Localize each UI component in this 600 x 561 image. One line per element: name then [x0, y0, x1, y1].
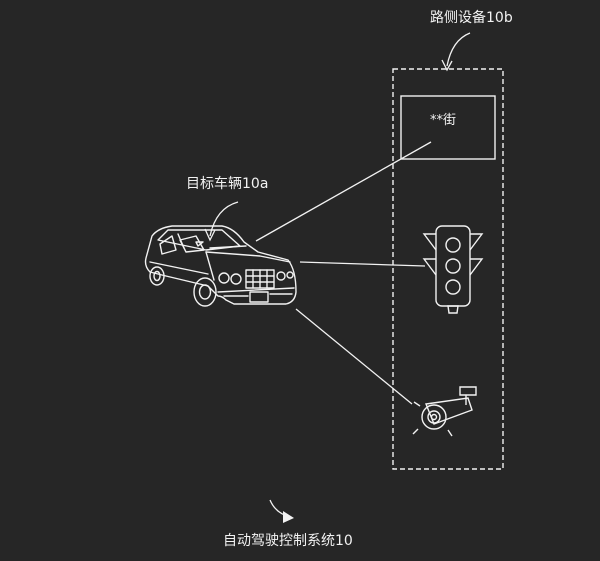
street-sign-text: **街 — [430, 113, 456, 128]
link-vehicle-to-traffic-light — [299, 261, 426, 267]
autonomous-driving-system-label: 自动驾驶控制系统10 — [223, 533, 353, 549]
roadside-pointer-arrowhead — [441, 59, 453, 72]
system-pointer-arrowhead — [283, 511, 294, 523]
roadside-equipment-box — [392, 68, 504, 470]
vehicle-label-pointer — [209, 201, 239, 237]
roadside-equipment-label: 路侧设备10b — [430, 9, 513, 26]
vehicle-pointer-arrowhead — [204, 228, 216, 242]
car-icon — [144, 225, 297, 307]
link-vehicle-to-camera — [295, 308, 413, 405]
roadside-label-pointer — [446, 32, 471, 67]
link-vehicle-to-sign — [255, 141, 432, 242]
target-vehicle-label: 目标车辆10a — [186, 175, 268, 192]
surveillance-camera-icon — [412, 386, 477, 437]
traffic-light-icon — [422, 225, 484, 314]
street-sign-icon — [400, 95, 496, 160]
